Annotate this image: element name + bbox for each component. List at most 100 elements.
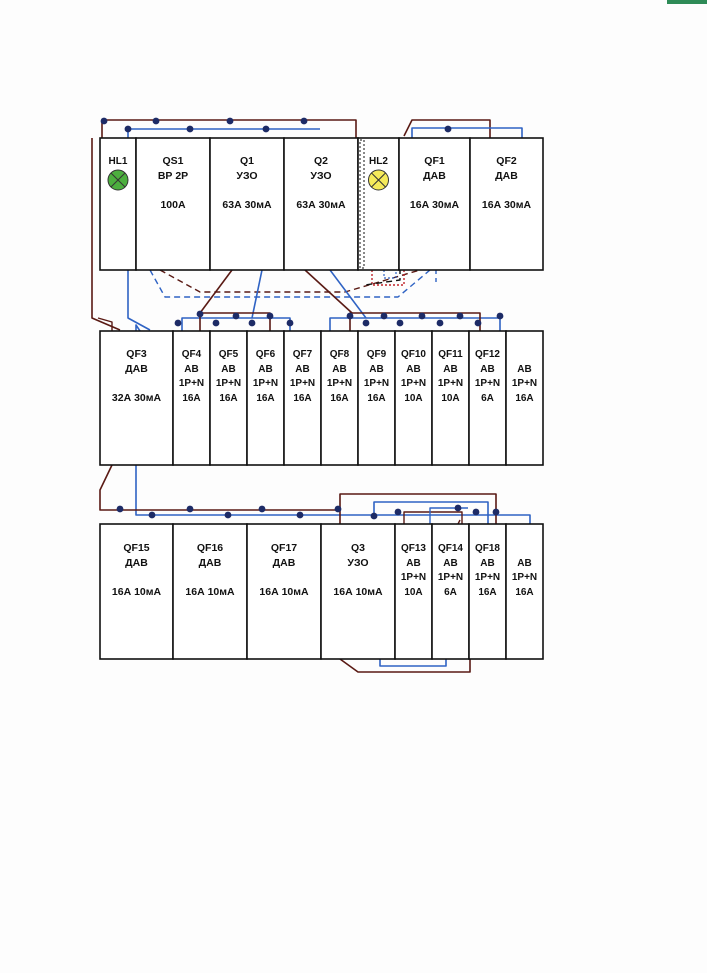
bus-node [436,319,444,327]
module-label-line: QF6 [256,349,276,360]
module-label-line: QF11 [438,349,463,360]
wire-top-qf-phase [403,119,491,138]
module-label-line: 1Р+N [512,572,537,583]
bus-node [472,508,480,516]
module-label-line: 100А [160,199,186,211]
module-body [246,523,322,660]
bus-node [100,117,108,125]
bus-node [232,312,240,320]
module-label-line: QF4 [182,349,202,360]
module-body [320,523,396,660]
module-label-line: QF3 [126,348,147,360]
module-label-line: QF9 [367,349,387,360]
module-label-line: 1Р+N [401,378,426,389]
wire-qf3-in [97,317,113,331]
wire-q2-out-phase [304,269,353,314]
wire-row2-right-neutral [329,317,501,331]
module-label-line: 1Р+N [475,378,500,389]
module-label-line: Q3 [351,542,365,554]
module-label-line: АВ [295,364,309,375]
module-label-line: ДАВ [125,363,148,375]
bus-node [346,312,354,320]
module-label-line: 10А [404,393,422,404]
wire-row3-neutral-bus [135,324,531,524]
wire-row3-bottom-blue [379,659,447,667]
module-label-line: QF18 [475,543,500,554]
module-label-line: 16А 10мА [185,586,235,598]
wire-q1-out-neutral [251,269,263,319]
module-label-line: Q2 [314,155,328,167]
module-label-line: 1Р+N [475,572,500,583]
module-label-line: 16А [330,393,348,404]
module-label-line: 1Р+N [364,378,389,389]
module-label-line: ДАВ [199,557,222,569]
bus-node [370,512,378,520]
module-label-line: 16А [367,393,385,404]
module-label-line: АВ [406,364,420,375]
module-label-line: 16А [293,393,311,404]
bus-node [456,312,464,320]
wire-dashed-brown [159,269,421,293]
bus-node [496,312,504,320]
module-label-line: 63А 30мА [296,199,346,211]
wire-top-qf-neutral [411,127,523,138]
indicator-lamp-icon [368,169,389,191]
module-label-line: 16А 10мА [259,586,309,598]
bus-node [454,504,462,512]
module-label-line: 1Р+N [438,378,463,389]
wire-row3-cross-brown [339,493,497,524]
module-label-line: 63А 30мА [222,199,272,211]
module-body [246,330,285,466]
module-label-line: QF1 [424,155,445,167]
module-body [99,523,174,660]
module-body [172,523,248,660]
bus-node [248,319,256,327]
module-label-line: УЗО [310,170,331,182]
wire-q2-out-neutral [329,269,367,319]
wire-row3-short-brown [403,511,463,524]
bus-node [212,319,220,327]
wire-q1-out-phase [199,269,233,314]
module-label-line: 1Р+N [253,378,278,389]
module-label-line: 1Р+N [327,378,352,389]
module-label-line: 16А [256,393,274,404]
wire-row3-cross-blue [373,501,489,524]
module-label-line: АВ [332,364,346,375]
module-label-line: 6А [444,587,457,598]
bus-node [186,505,194,513]
bus-node [418,312,426,320]
bus-node [196,310,204,318]
bus-node [474,319,482,327]
module-body [468,330,507,466]
module-label-line: 1Р+N [438,572,463,583]
module-label-line: 1Р+N [179,378,204,389]
module-label-line: УЗО [236,170,257,182]
module-label-line: АВ [480,558,494,569]
module-body [209,137,285,271]
bus-node [152,117,160,125]
module-label-line: АВ [480,364,494,375]
wire-dashed-black [364,138,401,286]
module-label-line: 10А [404,587,422,598]
bus-node [286,319,294,327]
module-label-line: ДАВ [423,170,446,182]
module-label-line: ДАВ [125,557,148,569]
module-label-line: QF7 [293,349,313,360]
module-label-line: АВ [369,364,383,375]
module-label-line: АВ [443,364,457,375]
module-label-line: ВР 2Р [158,170,188,182]
hl2-dotted-strip [359,139,365,269]
